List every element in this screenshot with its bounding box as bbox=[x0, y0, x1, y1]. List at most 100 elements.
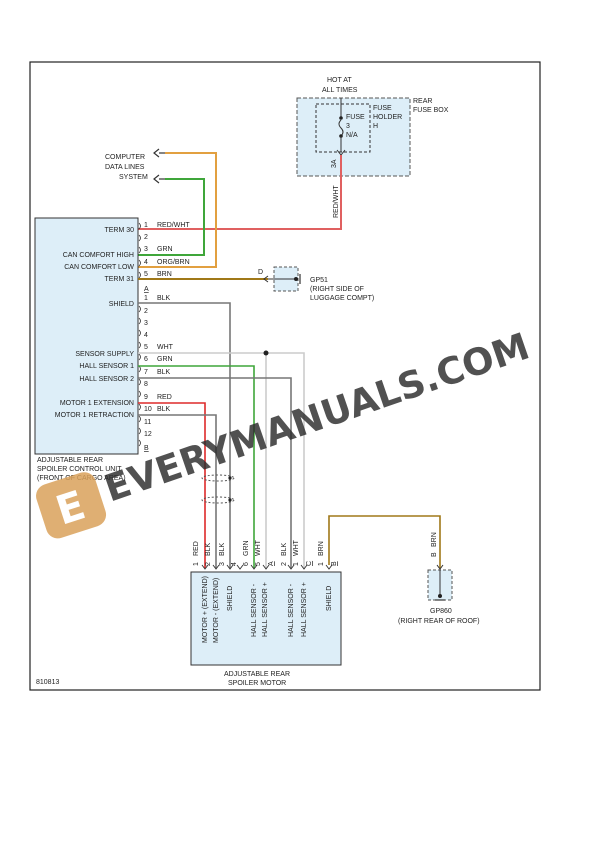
gp860-desc: (RIGHT REAR OF ROOF) bbox=[398, 618, 480, 625]
motor-label-c2: HALL SENSOR - bbox=[288, 583, 295, 637]
diagram-frame bbox=[29, 61, 541, 691]
gp51-desc-2: LUGGAGE COMPT) bbox=[310, 295, 374, 302]
gp860-name: GP860 bbox=[430, 608, 452, 615]
wire-wht-supply bbox=[138, 352, 305, 568]
control-unit-name-1: ADJUSTABLE REAR bbox=[37, 457, 103, 464]
hot-label-1: HOT AT bbox=[327, 77, 352, 84]
pin-num-b1: 1 bbox=[144, 295, 148, 302]
pin-num-a4: 4 bbox=[144, 259, 148, 266]
gp860-terminal bbox=[438, 594, 442, 598]
pin-label-term30: TERM 30 bbox=[104, 227, 134, 234]
wire-label-a1: RED/WHT bbox=[157, 222, 190, 229]
gp51-terminal bbox=[294, 277, 298, 281]
fuse-label-3: N/A bbox=[346, 132, 358, 139]
can-system-label-2: DATA LINES bbox=[105, 164, 145, 171]
wire-org-brn bbox=[138, 152, 217, 268]
spoiler-motor-box bbox=[190, 571, 342, 666]
can-system-label-1: COMPUTER bbox=[105, 154, 145, 161]
wire-label-a5: BRN bbox=[157, 271, 172, 278]
pin-num-b6: 6 bbox=[144, 356, 148, 363]
holder-label-1: FUSE bbox=[373, 105, 392, 112]
motor-label-6: HALL SENSOR - bbox=[251, 583, 258, 637]
shielded-cable-section bbox=[201, 474, 235, 504]
pin-num-b12: 12 bbox=[144, 431, 152, 438]
pin-label-can-high: CAN COMFORT HIGH bbox=[63, 252, 134, 259]
gp51-pin: D bbox=[258, 269, 263, 276]
wire-label-a3: GRN bbox=[157, 246, 173, 253]
fuse-icon bbox=[338, 119, 344, 137]
motor-wire-c2: BLK bbox=[281, 542, 288, 556]
wire-label-b9: RED bbox=[157, 394, 172, 401]
motor-pin-num-c2: 2 bbox=[281, 562, 288, 566]
motor-pin-num-1: 1 bbox=[193, 562, 200, 566]
pin-label-shield: SHIELD bbox=[109, 301, 134, 308]
can-arrow-orange-icon bbox=[153, 148, 160, 158]
motor-wire-b1: BRN bbox=[318, 541, 325, 556]
connector-a-pin-marks bbox=[138, 222, 141, 279]
pin-num-b2: 2 bbox=[144, 308, 148, 315]
wire-blk-motor bbox=[138, 414, 217, 568]
gp860-wire: BRN bbox=[431, 532, 438, 547]
fuse-label-2: 3 bbox=[346, 123, 350, 130]
fuse-rating: 3A bbox=[331, 159, 338, 168]
wire-red-wht bbox=[138, 155, 342, 230]
motor-pin-num-6: 6 bbox=[243, 562, 250, 566]
control-unit-name-2: SPOILER CONTROL UNIT bbox=[37, 466, 122, 473]
pin-num-b8: 8 bbox=[144, 381, 148, 388]
control-unit-box bbox=[34, 217, 139, 455]
gp51-name: GP51 bbox=[310, 277, 328, 284]
pin-num-b9: 9 bbox=[144, 394, 148, 401]
motor-label-5: HALL SENSOR + bbox=[262, 582, 269, 637]
diagram-number: 810813 bbox=[36, 679, 59, 686]
wire-grn-hall1 bbox=[138, 365, 255, 568]
gp860-pin: B bbox=[431, 552, 438, 557]
wire-label-b10: BLK bbox=[157, 406, 171, 413]
pin-label-term31: TERM 31 bbox=[104, 276, 134, 283]
motor-wire-c1: WHT bbox=[293, 539, 300, 556]
pin-num-a2: 2 bbox=[144, 234, 148, 241]
motor-name-1: ADJUSTABLE REAR bbox=[224, 671, 290, 678]
wire-label-b6: GRN bbox=[157, 356, 173, 363]
holder-label-2: HOLDER bbox=[373, 114, 402, 121]
fuse-box-label-2: FUSE BOX bbox=[413, 107, 449, 114]
wire-brn-gp860 bbox=[328, 515, 441, 568]
can-arrow-green-icon bbox=[153, 174, 160, 184]
motor-wire-1: RED bbox=[193, 541, 200, 556]
connector-a-label: A bbox=[144, 286, 149, 293]
motor-label-2: MOTOR - (EXTEND) bbox=[213, 578, 220, 643]
fuse-label-1: FUSE bbox=[346, 114, 365, 121]
pin-label-sensor-supply: SENSOR SUPPLY bbox=[75, 351, 134, 358]
pin-num-b4: 4 bbox=[144, 332, 148, 339]
pin-num-b10: 10 bbox=[144, 406, 152, 413]
pin-label-hall2: HALL SENSOR 2 bbox=[79, 376, 134, 383]
wire-grn-can bbox=[138, 178, 205, 256]
pin-num-b7: 7 bbox=[144, 369, 148, 376]
motor-label-b1: SHIELD bbox=[326, 586, 333, 611]
fuse-box-label-1: REAR bbox=[413, 98, 432, 105]
pin-num-b3: 3 bbox=[144, 320, 148, 327]
gp51-connector-chevron-icon bbox=[263, 275, 269, 283]
splice-dot bbox=[263, 350, 269, 356]
pin-num-a3: 3 bbox=[144, 246, 148, 253]
fuse-holder bbox=[315, 103, 371, 153]
pin-label-hall1: HALL SENSOR 1 bbox=[79, 363, 134, 370]
motor-wire-6: GRN bbox=[243, 540, 250, 556]
hot-label-2: ALL TIMES bbox=[322, 87, 358, 94]
pin-num-b5: 5 bbox=[144, 344, 148, 351]
motor-pin-num-b1: 1 bbox=[318, 562, 325, 566]
motor-label-c1: HALL SENSOR + bbox=[301, 582, 308, 637]
motor-pin-chevrons-icon bbox=[201, 564, 333, 570]
motor-label-1: MOTOR + (EXTEND) bbox=[202, 576, 209, 643]
motor-pin-num-c1: 1 bbox=[293, 562, 300, 566]
motor-pin-num-2: 2 bbox=[205, 562, 212, 566]
wire-label-b1: BLK bbox=[157, 295, 171, 302]
motor-name-2: SPOILER MOTOR bbox=[228, 680, 286, 687]
pin-num-b11: 11 bbox=[144, 419, 151, 426]
wire-red-motor bbox=[138, 402, 206, 568]
motor-conn-b: B bbox=[331, 561, 338, 566]
wire-label-a4: ORG/BRN bbox=[157, 259, 190, 266]
fuse-wire-label: RED/WHT bbox=[333, 185, 340, 218]
motor-wire-3: BLK bbox=[219, 542, 226, 556]
can-system-label-3: SYSTEM bbox=[119, 174, 148, 181]
